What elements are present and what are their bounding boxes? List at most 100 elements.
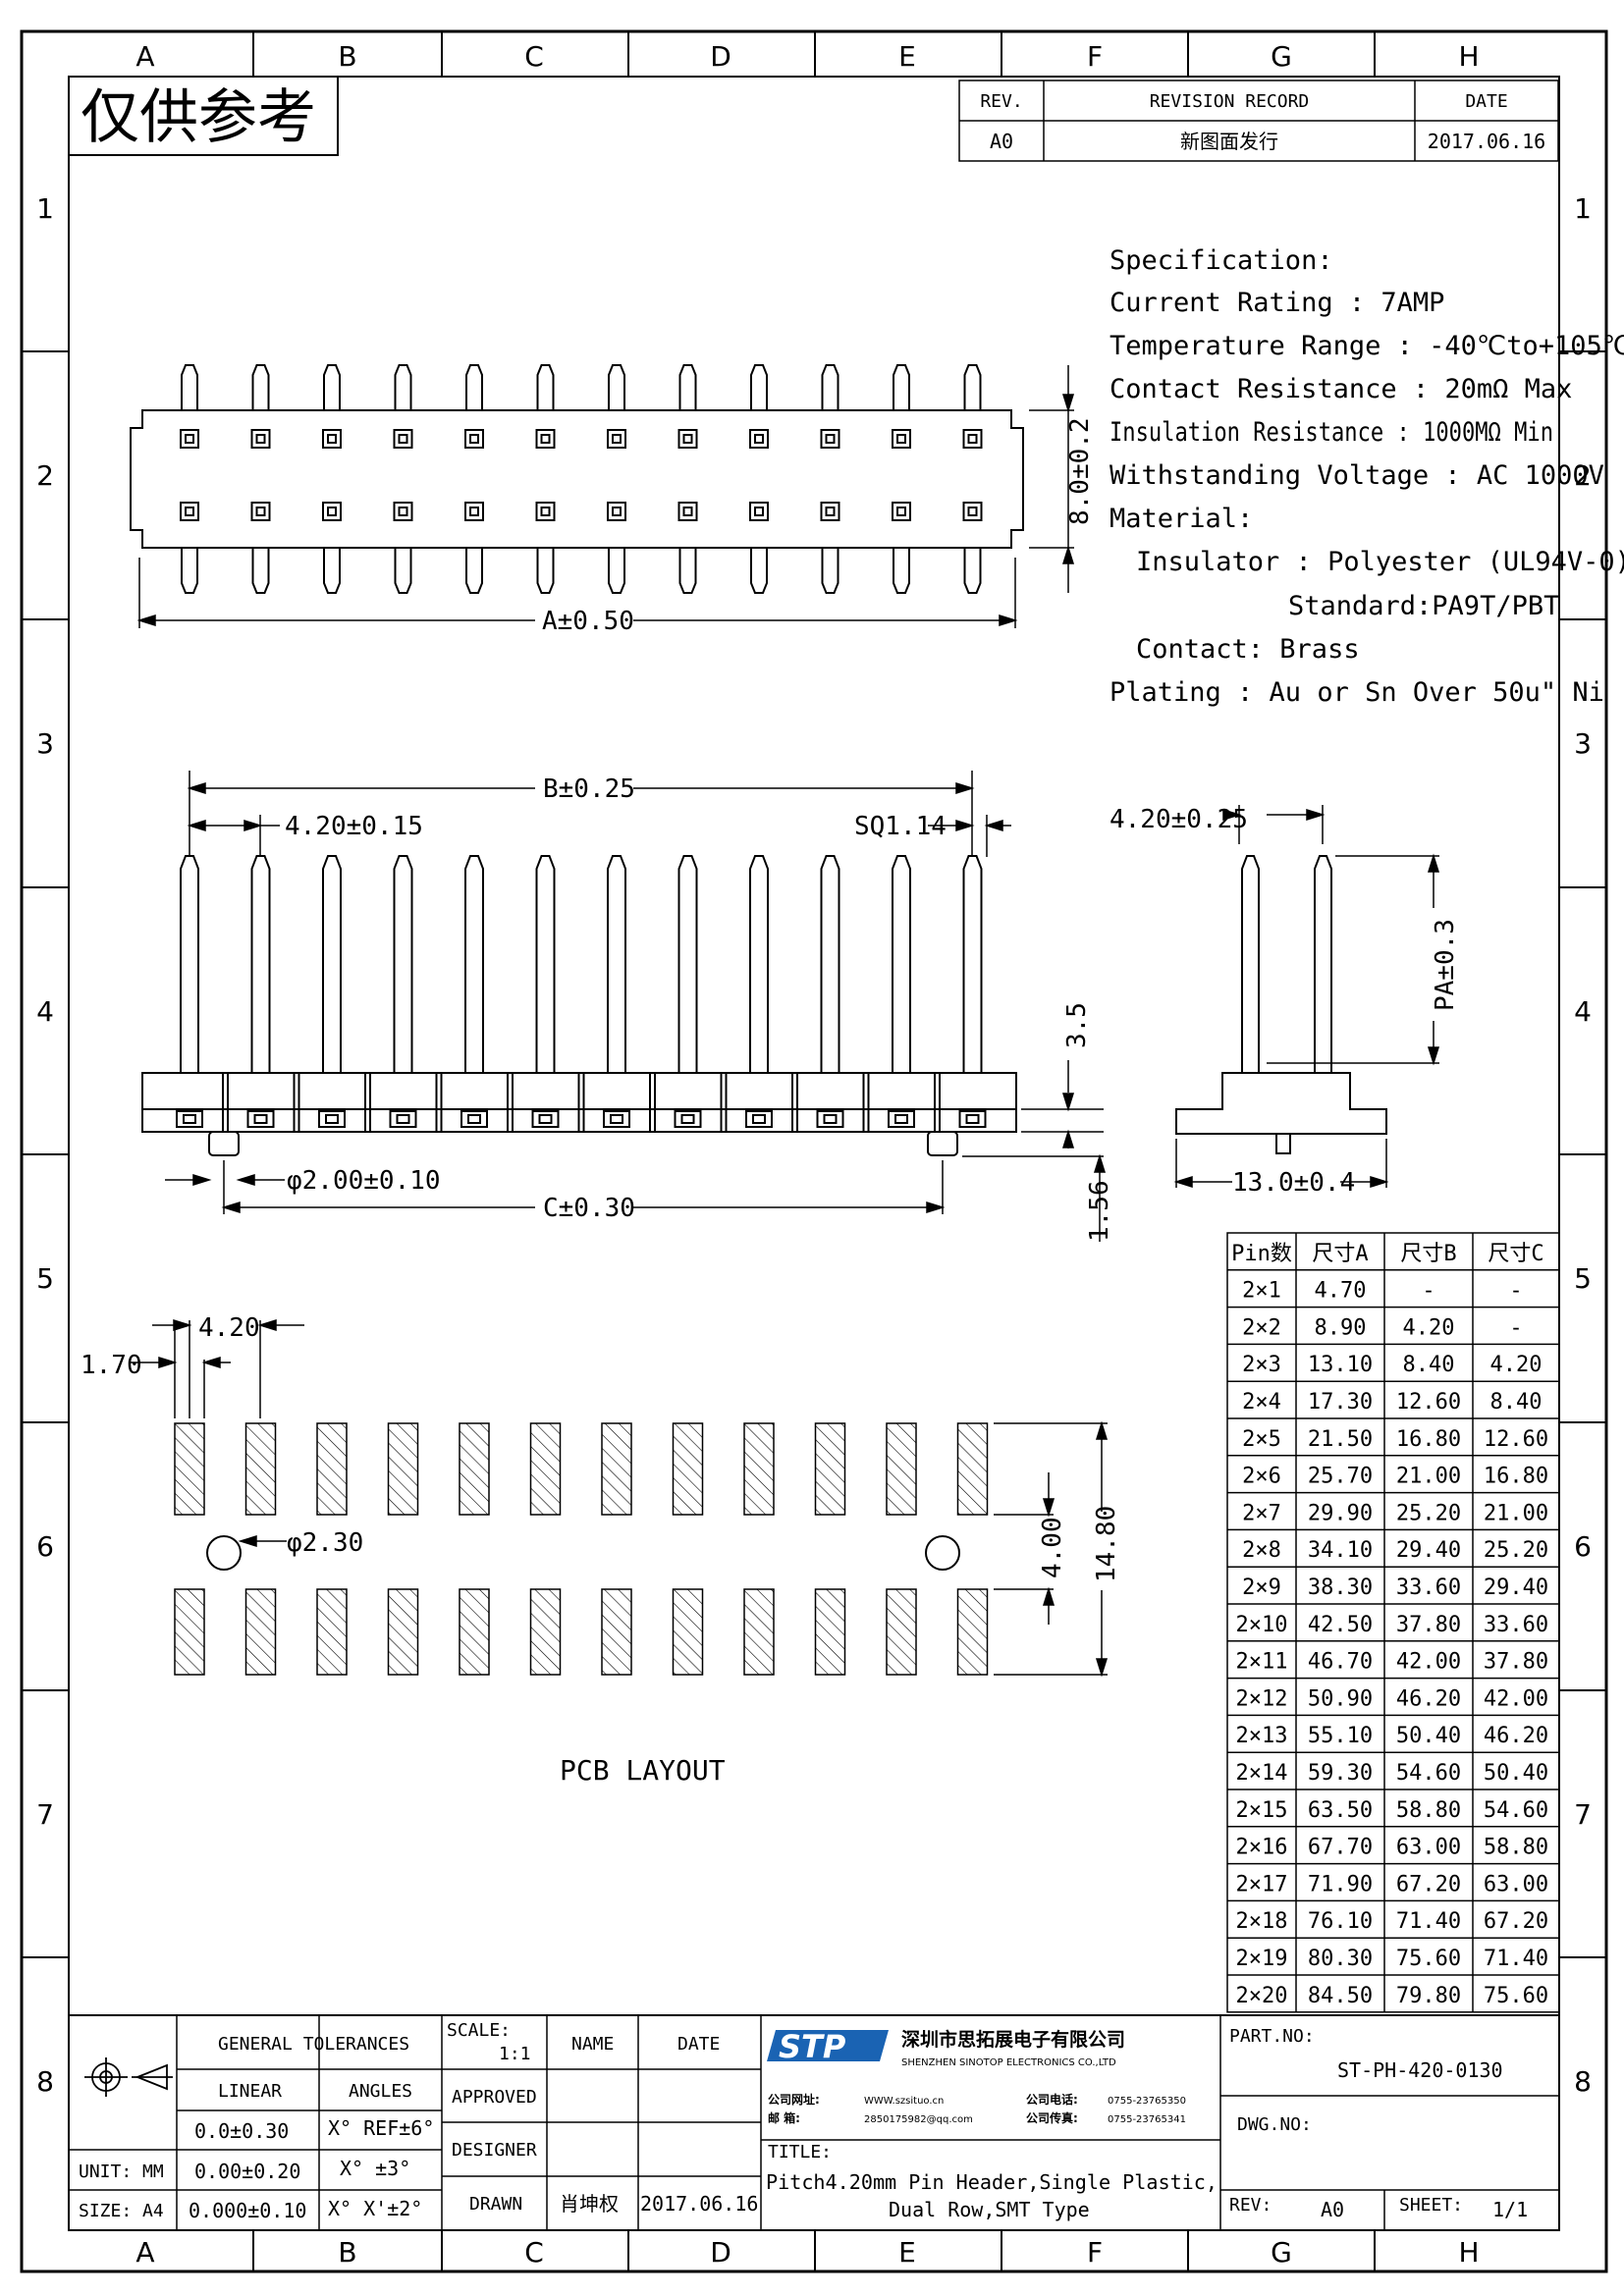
pcb-pad-bottom xyxy=(244,1588,277,1676)
grid-col-b-top: B xyxy=(338,40,356,73)
top-pin-upper xyxy=(963,364,982,410)
side-view-dims xyxy=(1173,805,1440,1189)
front-pin-foot-core xyxy=(680,1114,695,1124)
pin-table-cell: 2×14 xyxy=(1236,1761,1288,1786)
pcb-pad-top xyxy=(316,1422,348,1516)
pin-table-cell: 16.80 xyxy=(1396,1427,1461,1452)
top-contact-core xyxy=(612,507,622,516)
pin-table-cell: 8.40 xyxy=(1490,1390,1543,1415)
title-block xyxy=(68,2014,1560,2231)
name-header: NAME xyxy=(571,2034,614,2055)
drawn-label: DRAWN xyxy=(469,2194,522,2215)
front-pin-foot xyxy=(958,1110,987,1128)
mail-label: 邮 箱: xyxy=(768,2110,800,2125)
title-label: TITLE: xyxy=(768,2142,832,2163)
top-contact-core xyxy=(682,507,693,516)
pin-table-cell: 37.80 xyxy=(1396,1613,1461,1637)
pin-table-cell: 76.10 xyxy=(1308,1909,1373,1934)
grid-col-c-top: C xyxy=(524,40,544,73)
pin-table-cell: 58.80 xyxy=(1484,1836,1548,1860)
top-contact-square xyxy=(677,429,698,449)
dim-3-5: 3.5 xyxy=(1062,1002,1092,1048)
front-pin-foot xyxy=(318,1110,346,1128)
spec-contact-resistance: Contact Resistance : 20mΩ Max xyxy=(1110,374,1572,404)
grid-col-g-top: G xyxy=(1271,40,1292,73)
pin-table-cell: 84.50 xyxy=(1308,1984,1373,2008)
top-contact-square xyxy=(962,502,983,521)
top-contact-core xyxy=(825,434,836,444)
pin-table-cell: 75.60 xyxy=(1484,1984,1548,2008)
pin-table-cell: 59.30 xyxy=(1308,1761,1373,1786)
top-contact-square xyxy=(820,429,840,449)
tel-label: 公司电话: xyxy=(1026,2092,1078,2107)
pin-table-cell: 12.60 xyxy=(1484,1427,1548,1452)
pin-dimension-table xyxy=(1226,1232,1560,2013)
pin-table-cell: 2×16 xyxy=(1236,1836,1288,1860)
top-contact-square xyxy=(464,429,484,449)
rev-label-tb: REV: xyxy=(1229,2195,1272,2216)
top-view xyxy=(130,364,1024,594)
reference-only-stamp: 仅供参考 xyxy=(68,76,339,156)
grid-row-5-right: 5 xyxy=(1574,1262,1592,1295)
title-line-2: Dual Row,SMT Type xyxy=(889,2198,1090,2221)
scale-value: 1:1 xyxy=(499,2044,531,2064)
pin-table-cell: 4.20 xyxy=(1403,1315,1455,1340)
pin-table-cell: 2×10 xyxy=(1236,1613,1288,1637)
top-pin-lower xyxy=(608,548,625,594)
grid-row-7-right: 7 xyxy=(1574,1798,1592,1831)
site-label: 公司网址: xyxy=(768,2092,820,2107)
front-pin xyxy=(393,855,413,1073)
pin-table-cell: 12.60 xyxy=(1396,1390,1461,1415)
dim-b: B±0.25 xyxy=(543,774,635,804)
pcb-layout-label: PCB LAYOUT xyxy=(560,1754,726,1787)
pcb-pad-top xyxy=(387,1422,419,1516)
grid-col-e-top: E xyxy=(898,40,916,73)
drawn-name: 肖坤权 xyxy=(560,2192,619,2216)
grid-col-h-top: H xyxy=(1458,40,1479,73)
top-contact-square xyxy=(250,502,271,521)
grid-col-f-bottom: F xyxy=(1087,2236,1103,2269)
pin-table-cell: 42.00 xyxy=(1396,1650,1461,1675)
top-view-body xyxy=(130,409,1024,549)
dim-peg: φ2.00±0.10 xyxy=(287,1166,441,1196)
grid-row-8-right: 8 xyxy=(1574,2065,1592,2098)
sheet-label: SHEET: xyxy=(1399,2195,1463,2216)
pcb-hole-right xyxy=(925,1535,960,1571)
top-contact-square xyxy=(393,502,413,521)
pin-table-header: Pin数 xyxy=(1231,1242,1292,1266)
mail-value: 2850175982@qq.com xyxy=(864,2114,973,2125)
grid-col-h-bottom: H xyxy=(1458,2236,1479,2269)
pcb-pad-top xyxy=(886,1422,917,1516)
pcb-pad-bottom xyxy=(743,1588,775,1676)
pin-table-cell: 21.00 xyxy=(1396,1465,1461,1489)
front-view-body xyxy=(141,1072,1017,1133)
pcb-pad-top xyxy=(529,1422,562,1516)
dim-1-56: 1.56 xyxy=(1085,1180,1114,1242)
pcb-pad-bottom xyxy=(672,1588,704,1676)
revision-record-header: REVISION RECORD xyxy=(1150,91,1310,112)
top-pin-upper xyxy=(465,364,483,410)
dim-side-pitch: 4.20±0.25 xyxy=(1110,805,1248,834)
top-contact-core xyxy=(327,507,337,516)
dim-pad-width: 1.70 xyxy=(81,1351,142,1380)
pin-table-cell: 4.70 xyxy=(1315,1279,1367,1304)
grid-row-3-left: 3 xyxy=(36,727,54,760)
front-pin-foot xyxy=(603,1110,630,1128)
top-pin-upper xyxy=(678,364,697,410)
top-contact-core xyxy=(185,434,194,444)
locating-peg-right xyxy=(927,1131,958,1156)
top-pin-lower xyxy=(181,548,198,594)
top-contact-square xyxy=(892,502,911,521)
top-contact-square xyxy=(322,429,342,449)
top-contact-core xyxy=(896,507,906,516)
front-pin xyxy=(749,855,769,1073)
linear-tol-2: 0.00±0.20 xyxy=(194,2160,300,2183)
revision-record-value: 新图面发行 xyxy=(1180,130,1278,153)
top-contact-core xyxy=(540,434,551,444)
dim-hole: φ2.30 xyxy=(287,1528,363,1558)
pcb-pad-bottom xyxy=(387,1588,419,1676)
top-contact-core xyxy=(967,434,978,444)
front-pin xyxy=(892,855,911,1073)
dim-13: 13.0±0.4 xyxy=(1232,1168,1355,1198)
grid-row-1-right: 1 xyxy=(1574,192,1592,225)
